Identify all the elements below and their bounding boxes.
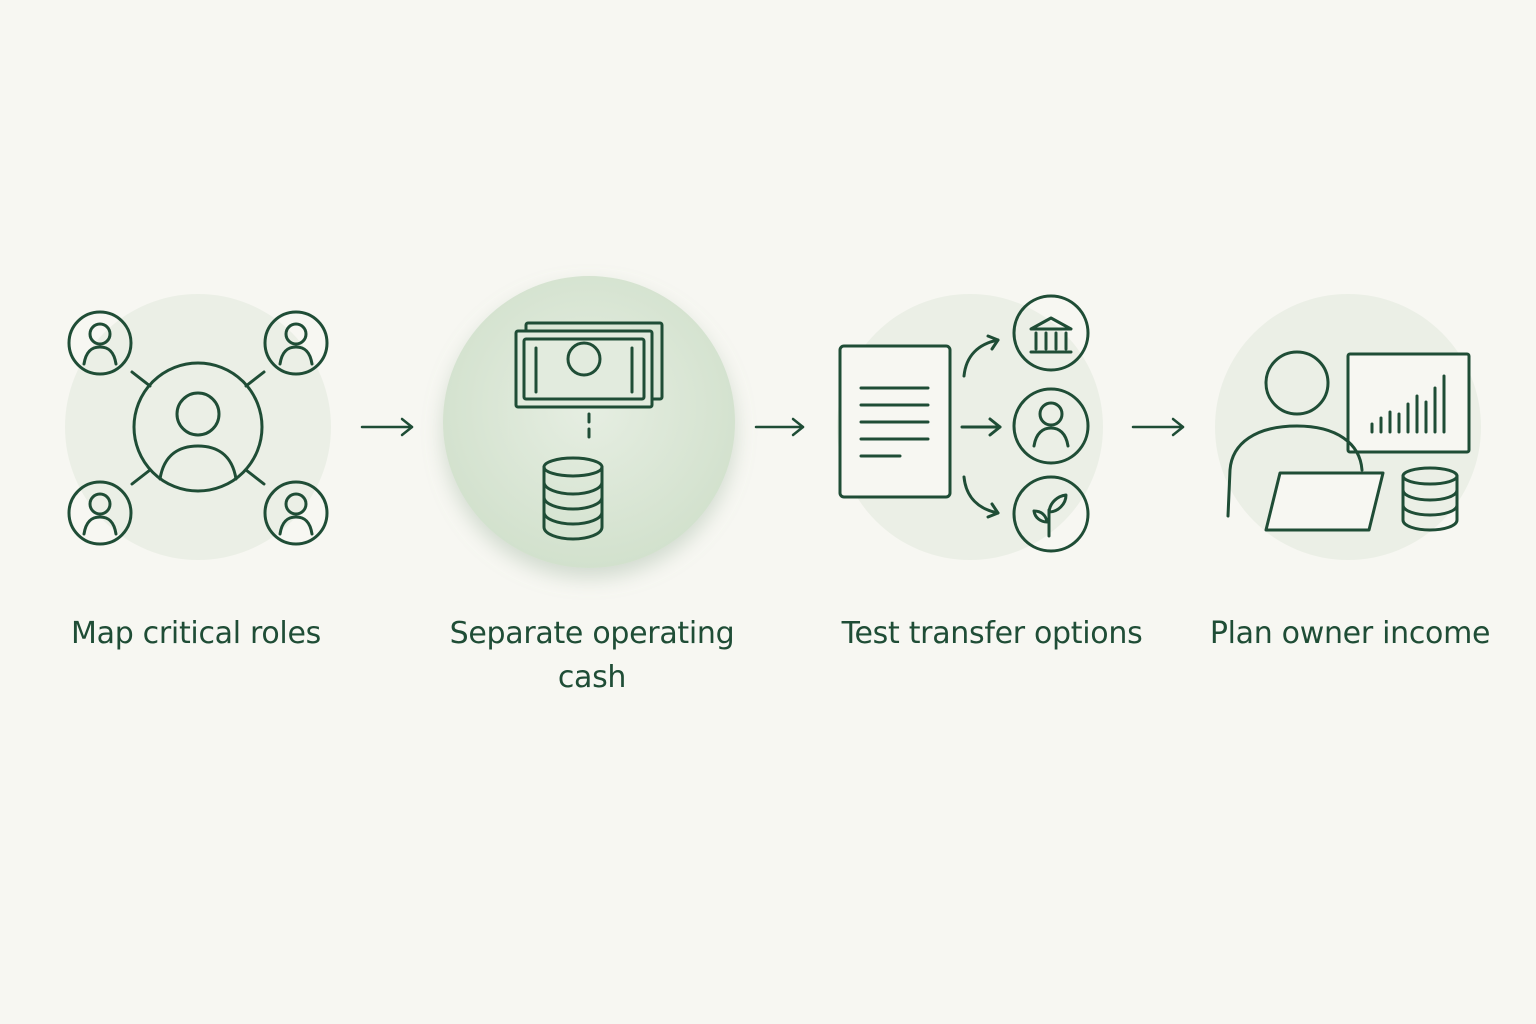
arrow-right-icon [1131,417,1185,437]
step-4-label: Plan owner income [1209,616,1491,651]
branch-arrows-icon [960,334,1002,519]
bar-chart-board-icon [1346,352,1471,454]
plant-sprout-icon [1012,475,1090,553]
step-2-icon [443,276,735,568]
person-icon [1012,387,1090,465]
laptop-icon [1264,471,1385,532]
arrow-right-icon [360,417,414,437]
step-1-label: Map critical roles [71,616,321,651]
step-1-background-disc [65,294,331,560]
step-2-label: Separate operating cash [449,616,735,695]
owner-person-icon [1226,350,1364,518]
person-bottom-right-icon [263,480,329,546]
arrow-right-icon [754,417,805,437]
step-3-label: Test transfer options [841,616,1143,651]
coin-stack-icon [542,456,604,541]
step-3-icon [837,294,1103,560]
step-1-icon [65,294,331,560]
person-top-right-icon [263,310,329,376]
bank-icon [1012,294,1090,372]
document-icon [838,344,952,499]
central-person-icon [132,361,264,493]
coin-stack-icon [1401,466,1459,532]
banknote-icon [514,321,664,409]
person-bottom-left-icon [67,480,133,546]
person-top-left-icon [67,310,133,376]
step-4-icon [1215,294,1481,560]
